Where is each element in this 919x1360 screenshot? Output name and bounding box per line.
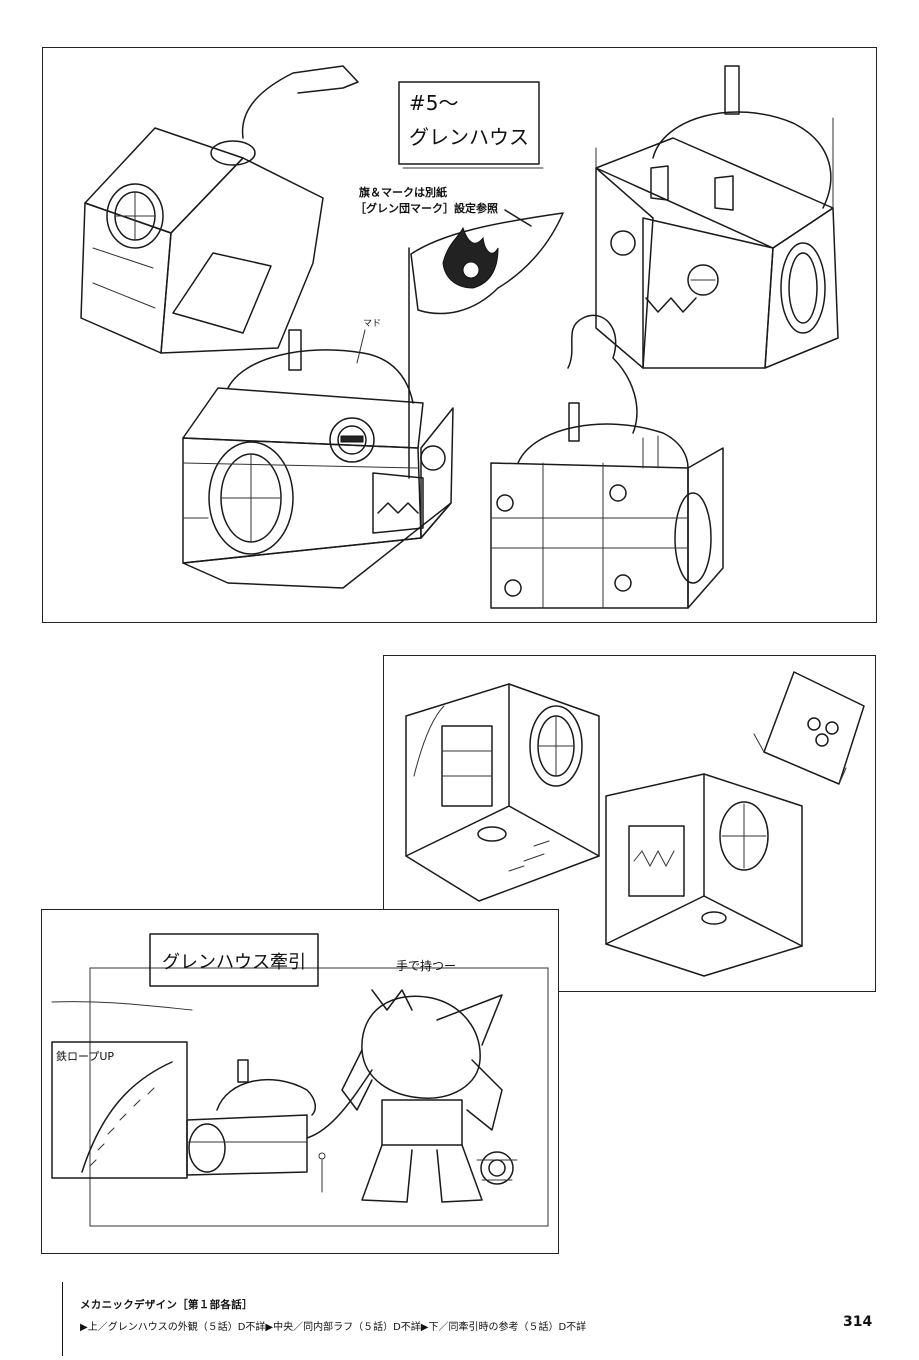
title-name: グレンハウス xyxy=(409,125,529,149)
towing-title-box xyxy=(149,933,319,987)
rope-sketch xyxy=(81,1061,173,1173)
page-number: 314 xyxy=(843,1314,873,1330)
exterior-design-panel: #5～ グレンハウス 旗＆マークは別紙 ［グレン団マーク］設定参照 xyxy=(42,47,877,623)
house-sketch-top-right xyxy=(595,65,839,369)
rope-label: 鉄ロープUP xyxy=(56,1049,114,1063)
towing-title: グレンハウス牽引 xyxy=(162,952,306,973)
rope-closeup-box xyxy=(51,1041,188,1179)
house-sketch-center-left xyxy=(182,329,454,589)
flag-sketch xyxy=(408,212,564,479)
hand-label: 手で持つー xyxy=(396,958,456,973)
exterior-sketches: #5～ グレンハウス 旗＆マークは別紙 ［グレン団マーク］設定参照 xyxy=(80,65,839,609)
interior-sketches xyxy=(405,671,865,977)
inner-frame xyxy=(89,967,549,1227)
towed-house-sketch xyxy=(186,1059,373,1193)
house-sketch-center-right xyxy=(490,314,724,609)
note-pointer xyxy=(504,209,532,227)
towing-reference-panel: グレンハウス牽引 手で持つー 鉄ロープUP xyxy=(41,909,559,1254)
towing-sketches: グレンハウス牽引 手で持つー 鉄ロープUP xyxy=(51,933,549,1227)
ceiling-sketch xyxy=(753,671,865,785)
title-episode: #5～ xyxy=(409,91,458,115)
reference-note-line2: ［グレン団マーク］設定参照 xyxy=(355,201,498,215)
window-label-pointer xyxy=(356,329,366,364)
section-title: メカニックデザイン［第１部各話］ xyxy=(80,1299,253,1311)
title-box xyxy=(398,81,544,169)
interior-sketch-right xyxy=(605,773,803,977)
interior-sketch-left xyxy=(405,683,600,902)
robot-sketch xyxy=(341,989,518,1203)
figure-caption: ▶上／グレンハウスの外観（５話）D不詳▶中央／同内部ラフ（５話）D不詳▶下／同牽… xyxy=(80,1322,587,1333)
footer-rule xyxy=(62,1282,63,1356)
window-label: マド xyxy=(363,319,381,329)
house-sketch-top-left xyxy=(80,65,359,354)
reference-note-line1: 旗＆マークは別紙 xyxy=(359,185,447,199)
